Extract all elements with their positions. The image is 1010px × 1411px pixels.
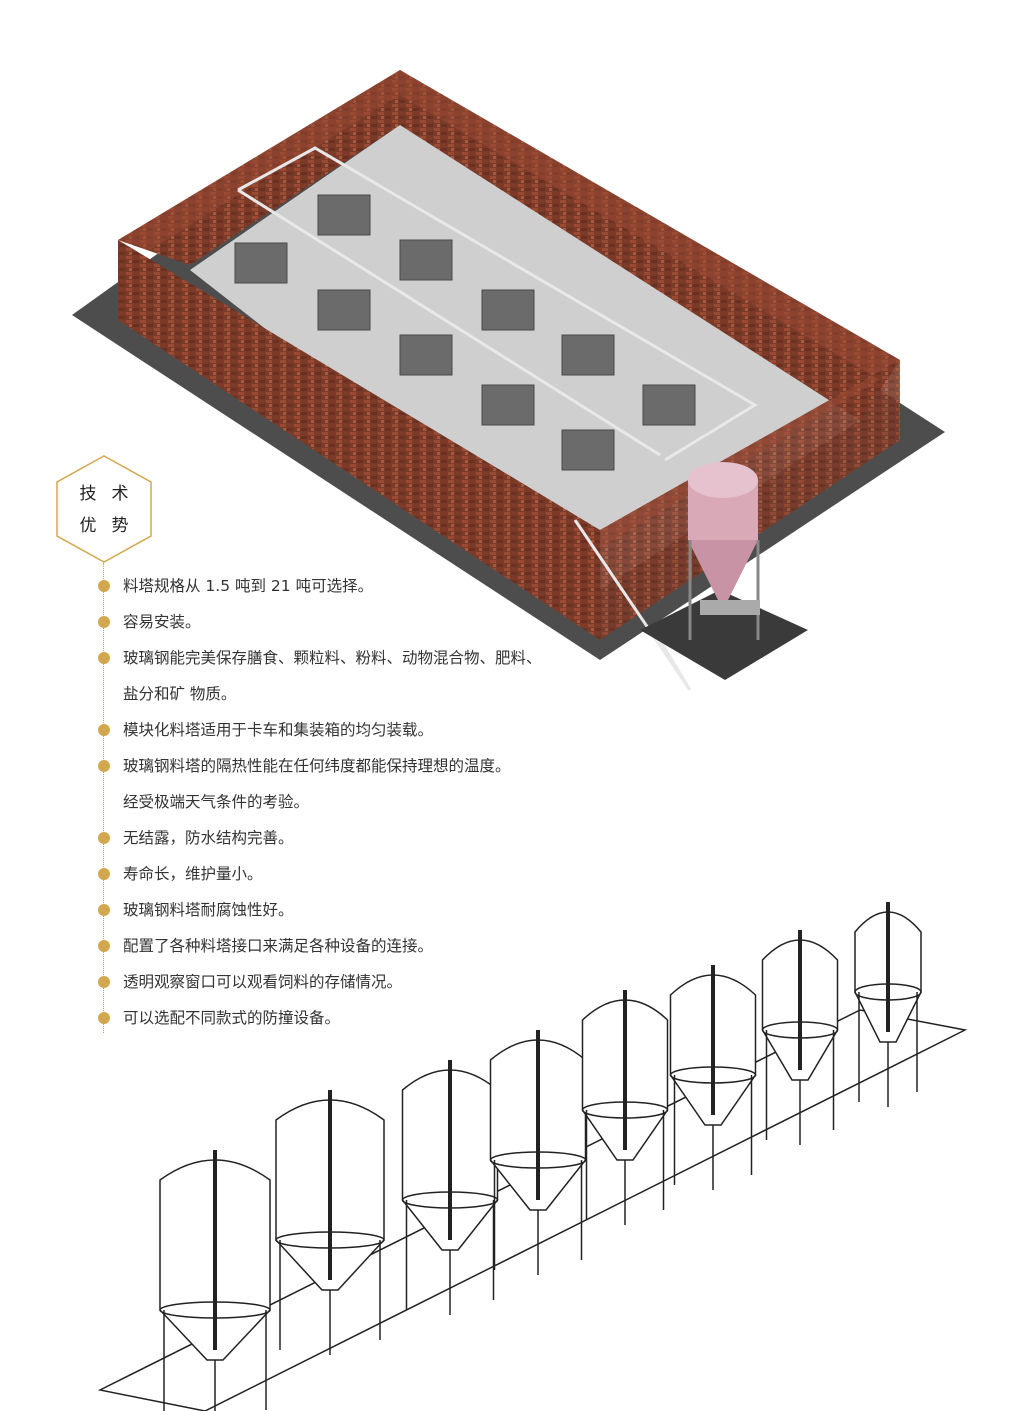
list-item: 透明观察窗口可以观看饲料的存储情况。	[96, 968, 542, 1004]
bullet-icon	[98, 940, 110, 952]
silo-drawing	[761, 930, 839, 1145]
section-badge-hexagon	[56, 455, 152, 563]
section-badge-title: 技术 优势	[55, 478, 153, 542]
barn-feeding-system-illustration	[72, 70, 945, 691]
item-text: 玻璃钢能完美保存膳食、颗粒料、粉料、动物混合物、肥料、	[123, 649, 542, 667]
item-text: 盐分和矿 物质。	[123, 685, 237, 703]
list-item: 玻璃钢能完美保存膳食、颗粒料、粉料、动物混合物、肥料、	[96, 644, 542, 680]
list-item: 无结露，防水结构完善。	[96, 824, 542, 860]
item-text: 模块化料塔适用于卡车和集装箱的均匀装载。	[123, 721, 434, 739]
badge-char: 优	[79, 516, 97, 536]
item-text: 玻璃钢料塔的隔热性能在任何纬度都能保持理想的温度。	[123, 757, 511, 775]
item-text: 无结露，防水结构完善。	[123, 829, 294, 847]
badge-char: 术	[111, 484, 129, 504]
badge-char: 技	[79, 484, 97, 504]
list-item: 寿命长，维护量小。	[96, 860, 542, 896]
bullet-icon	[98, 904, 110, 916]
bullet-icon	[98, 832, 110, 844]
silo-drawing	[489, 1030, 587, 1275]
brick-wall-front-left	[118, 240, 600, 640]
list-item: 玻璃钢料塔耐腐蚀性好。	[96, 896, 542, 932]
silo-drawing	[581, 990, 669, 1225]
item-text: 玻璃钢料塔耐腐蚀性好。	[123, 901, 294, 919]
bullet-icon	[98, 1012, 110, 1024]
badge-char: 势	[111, 516, 129, 536]
list-item: 配置了各种料塔接口来满足各种设备的连接。	[96, 932, 542, 968]
silo-drawing	[275, 1090, 385, 1355]
silo-drawing	[401, 1060, 499, 1315]
bullet-icon	[98, 760, 110, 772]
item-text: 透明观察窗口可以观看饲料的存储情况。	[123, 973, 403, 991]
item-text: 经受极端天气条件的考验。	[123, 793, 310, 811]
feed-silo	[640, 462, 808, 680]
item-text: 料塔规格从 1.5 吨到 21 吨可选择。	[123, 577, 374, 595]
list-item: 模块化料塔适用于卡车和集装箱的均匀装载。	[96, 716, 542, 752]
item-text: 配置了各种料塔接口来满足各种设备的连接。	[123, 937, 434, 955]
bullet-icon	[98, 580, 110, 592]
bullet-icon	[98, 652, 110, 664]
list-item: 玻璃钢料塔的隔热性能在任何纬度都能保持理想的温度。	[96, 752, 542, 788]
bullet-icon	[98, 976, 110, 988]
silo-drawing	[854, 902, 922, 1107]
advantages-list: 料塔规格从 1.5 吨到 21 吨可选择。 容易安装。 玻璃钢能完美保存膳食、颗…	[96, 572, 542, 1040]
bullet-icon	[98, 724, 110, 736]
list-item: 可以选配不同款式的防撞设备。	[96, 1004, 542, 1040]
item-text: 寿命长，维护量小。	[123, 865, 263, 883]
silo-drawing	[159, 1150, 271, 1411]
item-text: 容易安装。	[123, 613, 201, 631]
bullet-icon	[98, 868, 110, 880]
feeders	[234, 194, 696, 471]
feed-pipes	[237, 146, 758, 691]
bullet-icon	[98, 616, 110, 628]
list-item-continuation: 盐分和矿 物质。	[96, 680, 542, 716]
item-text: 可以选配不同款式的防撞设备。	[123, 1009, 341, 1027]
timeline-line	[103, 563, 104, 1033]
list-item: 容易安装。	[96, 608, 542, 644]
silo-drawing	[669, 965, 757, 1190]
list-item-continuation: 经受极端天气条件的考验。	[96, 788, 542, 824]
list-item: 料塔规格从 1.5 吨到 21 吨可选择。	[96, 572, 542, 608]
